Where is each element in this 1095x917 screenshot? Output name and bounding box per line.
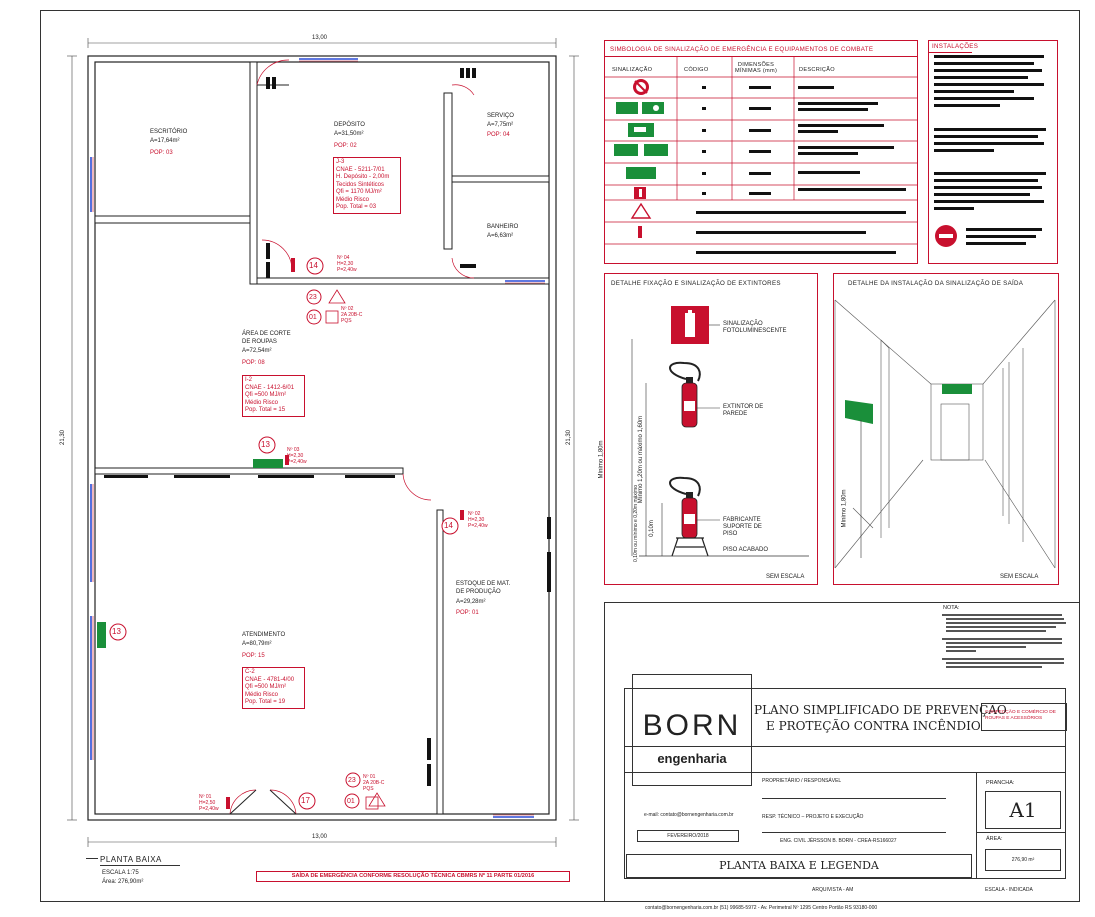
ext-scale: SEM ESCALA [766, 574, 805, 580]
plan-title: PLANO SIMPLIFICADO DE PREVENÇÃO E PROTEÇ… [754, 703, 1007, 733]
code-13b: 13 [112, 627, 121, 636]
drawing-title: PLANTA BAIXA E LEGENDA [626, 854, 972, 878]
col-sinalizacao: SINALIZAÇÃO [612, 67, 653, 73]
sheet-number: A1 [985, 791, 1061, 829]
ext-vert-4: 0,10m [648, 520, 655, 537]
ext-vert-3: 0,10m ou mínimo e 0,20m máximo [632, 485, 639, 562]
extinguisher-drawing [631, 306, 809, 557]
code-01b: 01 [347, 798, 355, 805]
email: e-mail: contato@bornengenharia.com.br [644, 812, 734, 818]
detail-ext-title: DETALHE FIXAÇÃO E SINALIZAÇÃO DE EXTINTO… [611, 280, 781, 287]
installations-title: INSTALAÇÕES [932, 43, 979, 50]
dim-right: 21,30 [566, 429, 573, 446]
code-23a: 23 [309, 294, 317, 301]
installations-panel [928, 40, 1058, 264]
col-codigo: CÓDIGO [684, 67, 709, 73]
col-descricao: DESCRIÇÃO [799, 67, 835, 73]
bottom-note: SAÍDA DE EMERGÊNCIA CONFORME RESOLUÇÃO T… [256, 871, 570, 882]
notes-text [942, 614, 1066, 668]
code-17: 17 [301, 796, 310, 805]
legend-grid [604, 57, 917, 254]
code-14b: 14 [444, 521, 453, 530]
footer-contact: contato@bornengenharia.com.br (51) 99685… [645, 905, 878, 911]
title-block [604, 602, 1080, 902]
corridor-drawing [834, 299, 1056, 569]
ext-vert-1: Mínimo 1,80m [598, 440, 605, 479]
resp-label: RESP. TÉCNICO – PROJETO E EXECUÇÃO [762, 814, 864, 820]
exit-scale: SEM ESCALA [1000, 574, 1039, 580]
dim-bottom: 13,00 [312, 834, 328, 840]
area-value: 276,90 m² [985, 849, 1061, 871]
prancha-label: PRANCHA: [986, 780, 1015, 786]
scale-note: ESCALA - INDICADA [985, 887, 1033, 893]
code-01a: 01 [309, 314, 317, 321]
legend-title: SIMBOLOGIA DE SINALIZAÇÃO DE EMERGÊNCIA … [610, 46, 874, 53]
engineer-line: ENG. CIVIL JÉRSSON B. BORN - CREA-RS1660… [780, 838, 897, 844]
code-13: 13 [261, 440, 270, 449]
logo: BORN engenharia [632, 674, 752, 786]
ext-floor-label: PISO ACABADO [723, 547, 769, 553]
notes-title: NOTA: [943, 605, 960, 611]
sheet-frame [40, 10, 1080, 902]
code-23b: 23 [348, 777, 356, 784]
dim-top: 13,00 [312, 35, 328, 41]
legend-table [604, 40, 918, 264]
owner-label: PROPRIETÁRIO / RESPONSÁVEL [762, 778, 842, 784]
detail-exit-title: DETALHE DA INSTALAÇÃO DA SINALIZAÇÃO DE … [848, 280, 1024, 287]
code-14a: 14 [309, 261, 318, 270]
installations-text [934, 55, 1046, 247]
area-label: ÁREA: [986, 836, 1003, 842]
dim-left: 21,30 [60, 429, 67, 446]
archivist: ARQUIVISTA - AM [812, 887, 854, 893]
exit-vert: Mínimo 1,80m [841, 489, 848, 528]
detail-exit-panel [833, 273, 1059, 585]
detail-extinguisher-panel [604, 273, 818, 585]
date-box: FEVEREIRO/2018 [637, 830, 739, 842]
floor-plan [67, 38, 579, 847]
